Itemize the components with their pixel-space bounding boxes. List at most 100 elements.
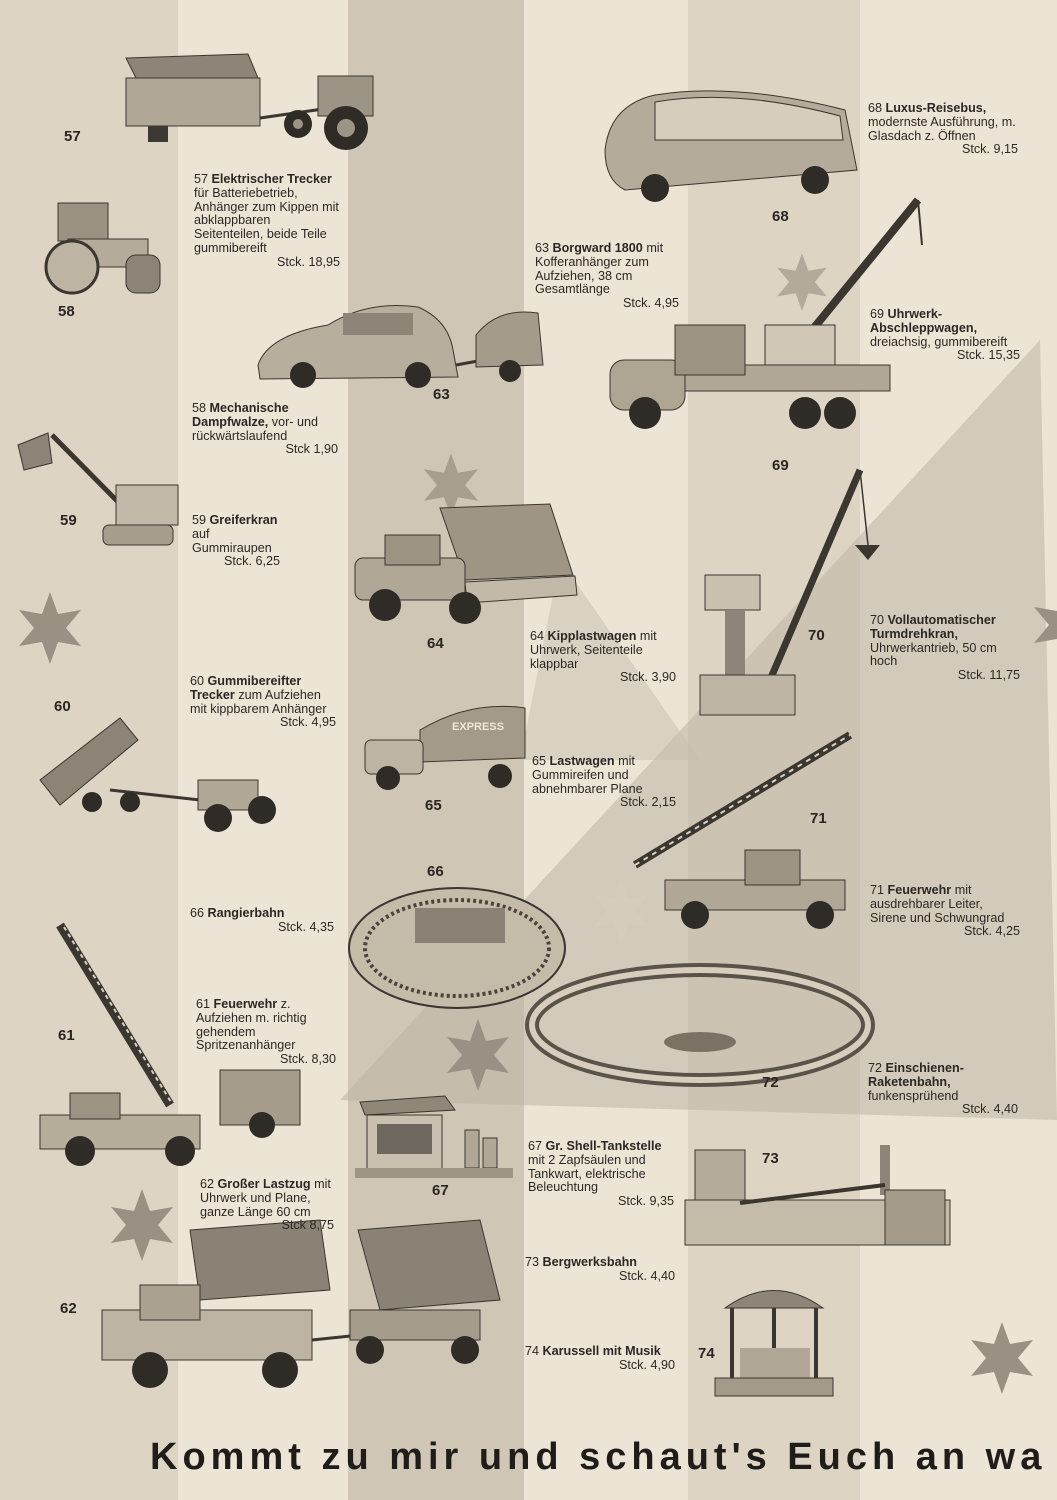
item-number: 62 [60, 1300, 77, 1317]
item-price: Stck. 3,90 [619, 670, 676, 685]
item-description: mit Kofferanhänger zum Aufziehen, 38 cm … [535, 241, 664, 297]
item-price: Stck. 15,35 [956, 348, 1020, 363]
item-caption: 67 Gr. Shell-Tankstelle mit 2 Zapfsäulen… [528, 1139, 674, 1209]
item-caption: 60 Gummibereifter Trecker zum Aufziehen … [190, 674, 336, 730]
item-price: Stck. 6,25 [223, 554, 280, 569]
item-price: Stck. 11,75 [957, 668, 1020, 683]
item-number: 59 [60, 512, 77, 529]
star-icon [111, 1189, 173, 1261]
express-truck-illustration: EXPRESS [364, 705, 526, 790]
item-price: Stck. 9,35 [617, 1194, 674, 1209]
item-number: 73 [762, 1150, 779, 1167]
fire-engine-ladder-illustration [39, 922, 301, 1166]
item-description: mit Uhrwerk, Seitenteile klappbar [530, 629, 657, 671]
item-price: Stck. 9,15 [961, 142, 1018, 157]
item-name: Borgward 1800 [552, 241, 643, 255]
item-name: Karussell mit Musik [542, 1344, 661, 1358]
item-caption: 71 Feuerwehr mit ausdrehbarer Leiter, Si… [870, 883, 1020, 939]
bus-illustration [604, 90, 858, 202]
item-name: Lastwagen [549, 754, 615, 768]
item-name: Mechanische Dampfwalze, [192, 401, 289, 429]
item-price: Stck. 8,30 [279, 1052, 336, 1067]
item-caption: 68 Luxus-Reisebus, modernste Ausführung,… [868, 101, 1018, 157]
grab-crane-illustration [17, 432, 179, 546]
page-headline: Kommt zu mir und schaut's Euch an wa [150, 1436, 1047, 1478]
item-description: zum Aufziehen mit kippbarem Anhänger [190, 687, 327, 716]
item-number: 64 [427, 635, 444, 652]
item-name: Gr. Shell-Tankstelle [545, 1139, 662, 1153]
item-price: Stck 1,90 [285, 442, 338, 457]
item-name: Bergwerksbahn [542, 1255, 637, 1269]
item-caption: 66 Rangierbahn Stck. 4,35 [190, 906, 334, 934]
item-price: Stck 8,75 [281, 1218, 334, 1233]
item-name: Einschienen-Raketenbahn, [868, 1061, 964, 1089]
item-number: 65 [425, 797, 442, 814]
item-price: Stck. 4,95 [279, 715, 336, 730]
item-caption: 58 Mechanische Dampfwalze, vor- und rück… [192, 401, 338, 457]
tractor-trailer-illustration [125, 53, 374, 150]
item-description: z. Aufziehen m. richtig gehendem Spritze… [196, 997, 307, 1053]
item-description: mit Uhrwerk und Plane, ganze Länge 60 cm [200, 1177, 331, 1219]
item-number: 72 [762, 1074, 779, 1091]
item-number: 58 [58, 303, 75, 320]
item-name: Elektrischer Trecker [211, 172, 332, 186]
item-description: modernste Ausführung, m. Glasdach z. Öff… [868, 114, 1016, 143]
item-caption: 73 Bergwerksbahn Stck. 4,40 [525, 1255, 675, 1283]
item-name: Luxus-Reisebus, [885, 101, 987, 115]
tipper-tractor-illustration [39, 717, 276, 832]
star-icon [971, 1322, 1033, 1394]
item-name: Greiferkran [209, 513, 278, 527]
item-price: Stck. 2,15 [619, 795, 676, 810]
star-icon [593, 878, 649, 944]
item-name: Uhrwerk-Abschleppwagen, [870, 307, 978, 335]
star-icon [1034, 607, 1057, 643]
item-description: mit ausdrehbarer Leiter, Sirene und Schw… [870, 883, 1005, 925]
item-caption: 63 Borgward 1800 mit Kofferanhänger zum … [535, 241, 679, 311]
item-number: 57 [64, 128, 81, 145]
item-number: 69 [772, 457, 789, 474]
item-description: auf Gummiraupen [192, 526, 272, 555]
item-description: vor- und rückwärtslaufend [192, 414, 318, 443]
star-icon [777, 253, 827, 311]
item-name: Feuerwehr [887, 883, 952, 897]
item-caption: 62 Großer Lastzug mit Uhrwerk und Plane,… [200, 1177, 334, 1233]
carousel-illustration [714, 1290, 834, 1397]
item-price: Stck. 4,35 [277, 919, 334, 934]
item-number: 71 [810, 810, 827, 827]
item-name: Feuerwehr [213, 997, 278, 1011]
item-caption: 61 Feuerwehr z. Aufziehen m. richtig geh… [196, 997, 336, 1067]
item-caption: 65 Lastwagen mit Gummireifen und abnehmb… [532, 754, 676, 810]
star-icon [423, 453, 479, 517]
item-caption: 72 Einschienen-Raketenbahn, funkensprühe… [868, 1061, 1018, 1117]
item-caption: 59 Greiferkran auf Gummiraupen Stck. 6,2… [192, 513, 280, 569]
item-price: Stck. 4,95 [622, 296, 679, 311]
item-description: mit Gummireifen und abnehmbarer Plane [532, 754, 643, 796]
mine-railway-illustration [684, 1145, 951, 1246]
item-price: Stck. 18,95 [276, 254, 340, 269]
item-number: 63 [433, 386, 450, 403]
item-caption: 57 Elektrischer Trecker für Batteriebetr… [194, 172, 340, 269]
item-number: 66 [427, 863, 444, 880]
item-price: Stck. 4,40 [961, 1102, 1018, 1117]
tower-crane-illustration [699, 468, 880, 716]
car-trailer-illustration [257, 304, 544, 388]
steam-roller-illustration [44, 202, 161, 295]
item-name: Gummibereifter Trecker [190, 674, 302, 702]
item-caption: 70 Vollautomatischer Turmdrehkran, Uhrwe… [870, 613, 1020, 683]
item-caption: 64 Kipplastwagen mit Uhrwerk, Seitenteil… [530, 629, 676, 685]
express-label: EXPRESS [452, 721, 504, 733]
star-icon [447, 1019, 509, 1091]
item-name: Rangierbahn [207, 906, 285, 920]
item-price: Stck. 4,40 [618, 1268, 675, 1283]
gas-station-illustration [355, 1095, 513, 1178]
truck-trailer-illustration [101, 1219, 501, 1388]
item-caption: 74 Karussell mit Musik Stck. 4,90 [525, 1344, 675, 1372]
item-name: Vollautomatischer Turmdrehkran, [870, 613, 996, 641]
dump-truck-illustration [354, 503, 578, 624]
item-number: 61 [58, 1027, 75, 1044]
fire-ladder-truck-illustration [632, 731, 853, 929]
item-number: 67 [432, 1182, 449, 1199]
item-description: funkensprühend [868, 1088, 959, 1103]
item-number: 60 [54, 698, 71, 715]
